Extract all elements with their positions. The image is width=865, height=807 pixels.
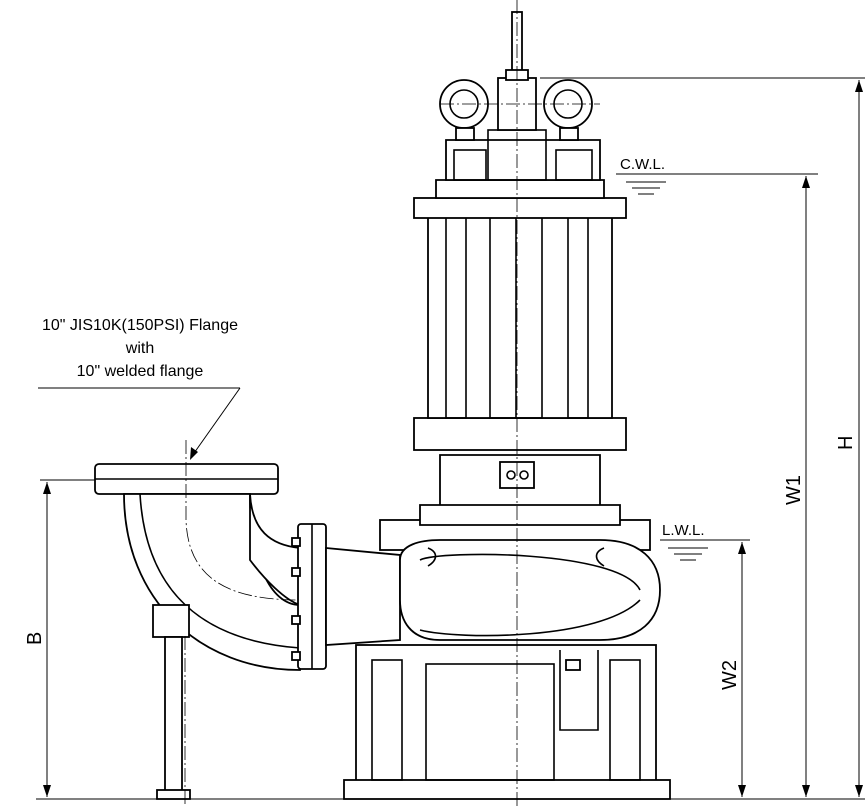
leader-line [191, 387, 241, 457]
dim-b-label: B [24, 632, 46, 645]
dimension-w1: W1 [783, 176, 810, 797]
support-leg [164, 636, 183, 793]
leader-arrow [190, 447, 198, 460]
base-foot [343, 779, 671, 800]
volute-body [399, 539, 661, 641]
dimension-b: B [24, 479, 95, 797]
motor-top-cover [445, 139, 601, 181]
dim-w1-label: W1 [783, 475, 805, 505]
dimension-w2: W2 [719, 542, 746, 797]
motor-housing [413, 11, 627, 526]
dim-w2-label: W2 [719, 660, 741, 690]
cwl-label: C.W.L. [620, 156, 665, 173]
flange-note-line2: with [125, 340, 154, 357]
motor-upper-flange [413, 197, 627, 219]
connecting-flange [291, 523, 401, 670]
lwl-label: L.W.L. [662, 522, 705, 539]
dimension-h: H [540, 77, 865, 797]
discharge-elbow [94, 440, 420, 671]
volute-casing [379, 519, 661, 641]
flange-note: 10" JIS10K(150PSI) Flange with 10" welde… [38, 317, 241, 460]
support-bracket [152, 604, 190, 638]
base-frame [355, 644, 657, 791]
flange-note-line1: 10" JIS10K(150PSI) Flange [42, 317, 238, 334]
motor-lower-flange [413, 417, 627, 451]
cwl-marker: C.W.L. [616, 156, 818, 195]
pump-base [343, 644, 671, 800]
lwl-marker: L.W.L. [660, 522, 750, 561]
support-foot [156, 789, 191, 800]
dim-h-label: H [835, 436, 857, 450]
discharge-pipe [325, 547, 401, 646]
flange-note-line3: 10" welded flange [77, 363, 204, 380]
stator-frame [427, 211, 613, 419]
elbow-support [152, 604, 191, 807]
